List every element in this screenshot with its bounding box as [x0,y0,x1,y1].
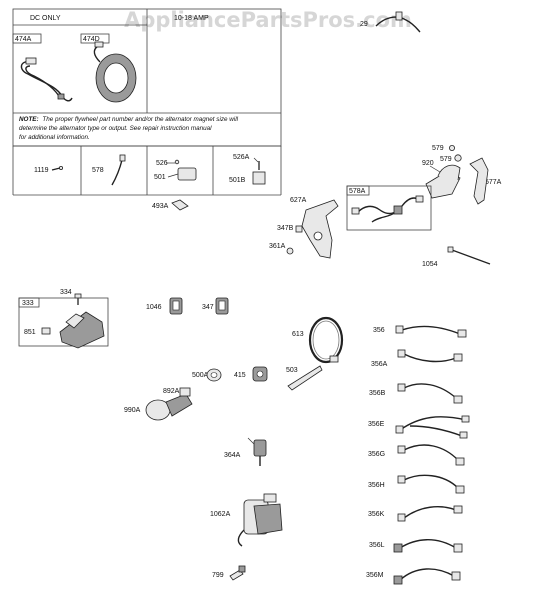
label-578A: 578A [349,188,366,195]
label-356H: 356H [368,482,385,489]
part-501-rectifier [166,159,197,181]
part-579-nut-b [454,154,462,162]
label-356L: 356L [369,542,385,549]
part-356L-harness [393,539,463,553]
part-577A-solenoid-bracket [425,157,489,205]
label-501: 501 [154,174,166,181]
table-header-10-18-amp: 10-18 AMP [174,15,209,22]
label-578: 578 [92,167,104,174]
harness-column: 356 356A 356B 356E 356G [366,325,470,585]
part-493A-bracket [171,199,189,211]
label-501B: 501B [229,177,246,184]
part-356A-harness [397,349,463,363]
label-577A: 577A [485,179,502,186]
part-415-nut [252,366,268,382]
table-header-dc-only: DC ONLY [30,15,61,22]
part-1062A-starter-motor [237,493,283,547]
label-356B: 356B [369,390,386,397]
label-356E: 356E [368,421,385,428]
part-356H-harness [397,474,465,494]
part-356-harness [395,325,467,338]
label-1119: 1119 [34,167,49,174]
alternator-table: DC ONLY 10-18 AMP 474A 474D NOTE: The pr… [12,8,282,196]
part-500A-washer [206,368,222,382]
part-1119-screw [51,165,64,171]
label-361A: 361A [269,243,286,250]
label-579-b: 579 [440,156,452,163]
label-500A: 500A [192,372,209,379]
watermark-text: AppliancePartsPros.com [124,8,412,32]
part-799-bolt [229,565,246,581]
svg-text:NOTE: The proper flywhee: NOTE: The proper flywheel part number an… [19,116,239,123]
note-line-2: determine the alternator type or output.… [19,125,212,132]
label-990A: 990A [124,407,141,414]
label-526: 526 [156,160,168,167]
label-1046: 1046 [146,304,162,311]
part-356M-harness [393,568,461,585]
part-627A-bracket [286,199,339,259]
part-1046-switch [169,297,183,315]
label-1062A: 1062A [210,511,231,518]
label-347: 347 [202,304,214,311]
label-799: 799 [212,572,224,579]
label-851: 851 [24,329,36,336]
note-prefix: NOTE: [19,116,39,123]
part-990A-key-switch [145,387,193,421]
part-578-wire [111,154,126,186]
label-356K: 356K [368,511,385,518]
label-356: 356 [373,327,385,334]
label-29: 29 [360,21,368,28]
part-474D-stator [93,41,137,103]
part-333-ignition-coil [41,311,105,349]
label-474D: 474D [83,36,100,43]
part-503-strap [287,365,323,391]
label-333: 333 [22,300,34,307]
label-415: 415 [234,372,246,379]
part-356B-harness [397,383,463,404]
label-526A: 526A [233,154,250,161]
part-29-wire-clip [375,11,421,33]
label-892A: 892A [163,388,180,395]
part-356G-harness [397,444,465,466]
part-578A-harness [351,195,424,223]
note-line-3: for additional information. [19,134,90,141]
part-613-clamp [308,316,344,364]
label-613: 613 [292,331,304,338]
label-474A: 474A [15,36,32,43]
label-579-a: 579 [432,145,444,152]
box-578A [346,185,432,231]
part-474A-stator-harness [20,57,73,102]
part-1054-cable-tie [447,246,491,265]
note-line-1: The proper flywheel part number and/or t… [42,116,238,123]
label-627A: 627A [290,197,307,204]
label-1054: 1054 [422,261,438,268]
label-503: 503 [286,367,298,374]
label-920: 920 [422,160,434,167]
label-356G: 356G [368,451,385,458]
label-347B: 347B [277,225,294,232]
part-347-switch [215,297,229,315]
label-334: 334 [60,289,72,296]
part-501B-rectifier [252,157,266,185]
part-356K-harness [397,505,463,522]
label-356M: 356M [366,572,384,579]
box-333 [18,297,109,347]
label-364A: 364A [224,452,241,459]
label-493A: 493A [152,203,169,210]
part-579-nut-a [448,144,455,151]
part-356E-harness [395,415,470,439]
part-364A-fuel-solenoid [247,437,267,466]
label-356A: 356A [371,361,388,368]
part-334-screw [74,293,82,305]
